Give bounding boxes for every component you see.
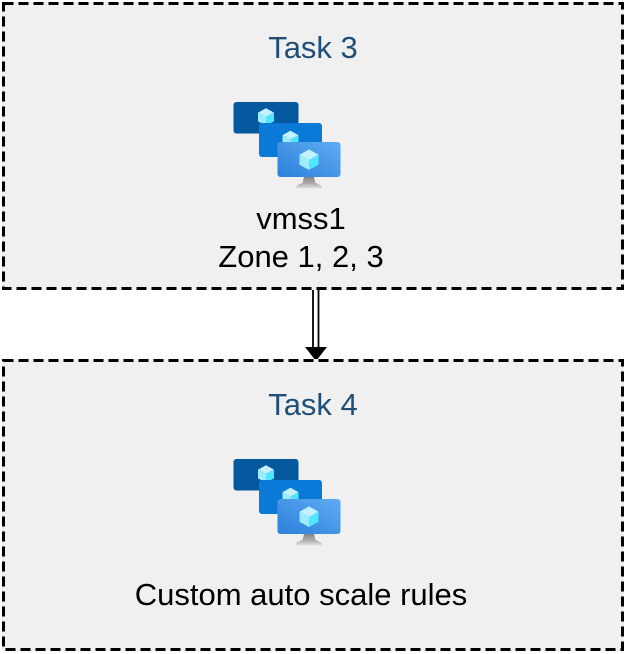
zone-label: Zone 1, 2, 3 xyxy=(218,239,384,274)
task3-caption: vmss1 Zone 1, 2, 3 xyxy=(218,199,383,277)
task4-title: Task 4 xyxy=(268,387,358,422)
arrowhead xyxy=(305,347,327,361)
vm-scale-sets-icon xyxy=(233,459,341,549)
task4-box: Task 4 Custom auto scale rules xyxy=(2,359,624,651)
autoscale-rules-label: Custom auto scale rules xyxy=(134,577,468,612)
vmss-name-label: vmss1 xyxy=(256,201,346,236)
task3-box: Task 3 vmss1 Zone 1, 2, 3 xyxy=(2,2,624,290)
task3-title: Task 3 xyxy=(268,30,358,65)
vm-scale-sets-icon xyxy=(233,102,341,192)
down-arrow-connector xyxy=(305,290,327,361)
task4-caption: Custom auto scale rules xyxy=(135,556,468,634)
